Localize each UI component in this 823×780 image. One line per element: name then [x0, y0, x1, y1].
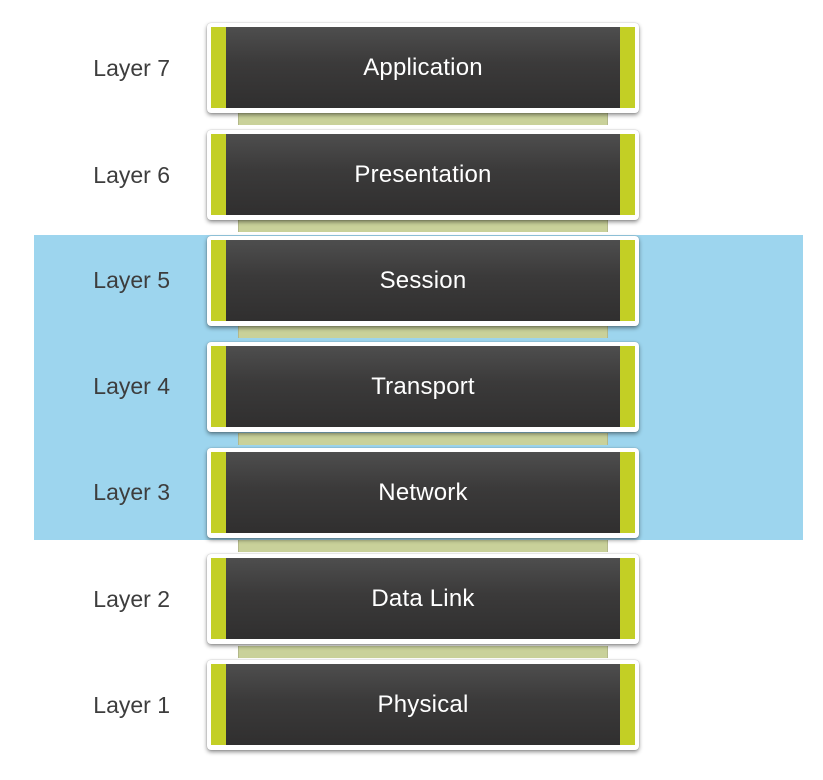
layer-4-label: Layer 4	[93, 373, 170, 399]
layer-accent-right	[620, 134, 635, 215]
layer-accent-left	[211, 452, 226, 533]
layer-4-transport: Transport	[207, 342, 639, 432]
layer-name: Data Link	[371, 584, 475, 612]
layer-6-label: Layer 6	[93, 162, 170, 188]
connector-5-4	[238, 326, 608, 338]
layer-accent-right	[620, 27, 635, 108]
layer-2-data-link: Data Link	[207, 554, 639, 644]
layer-name: Application	[363, 53, 483, 81]
layer-7-application: Application	[207, 23, 639, 113]
connector-7-6	[238, 113, 608, 125]
layer-3-label: Layer 3	[93, 479, 170, 505]
layer-name: Network	[378, 478, 468, 506]
connector-4-3	[238, 433, 608, 445]
layer-accent-left	[211, 134, 226, 215]
layer-1-physical: Physical	[207, 660, 639, 750]
connector-6-5	[238, 220, 608, 232]
layer-6-presentation: Presentation	[207, 130, 639, 220]
layer-accent-left	[211, 558, 226, 639]
layer-1-label: Layer 1	[93, 692, 170, 718]
layer-2-label: Layer 2	[93, 586, 170, 612]
layer-name: Presentation	[354, 160, 492, 188]
layer-7-label: Layer 7	[93, 55, 170, 81]
layer-accent-right	[620, 452, 635, 533]
layer-accent-left	[211, 346, 226, 427]
layer-accent-right	[620, 240, 635, 321]
connector-2-1	[238, 646, 608, 658]
layer-accent-right	[620, 664, 635, 745]
layer-name: Transport	[371, 372, 475, 400]
layer-accent-left	[211, 27, 226, 108]
layer-name: Session	[379, 266, 467, 294]
layer-5-label: Layer 5	[93, 267, 170, 293]
connector-3-2	[238, 540, 608, 552]
layer-accent-right	[620, 558, 635, 639]
layer-accent-left	[211, 664, 226, 745]
layer-3-network: Network	[207, 448, 639, 538]
layer-accent-right	[620, 346, 635, 427]
layer-5-session: Session	[207, 236, 639, 326]
layer-name: Physical	[377, 690, 469, 718]
layer-accent-left	[211, 240, 226, 321]
